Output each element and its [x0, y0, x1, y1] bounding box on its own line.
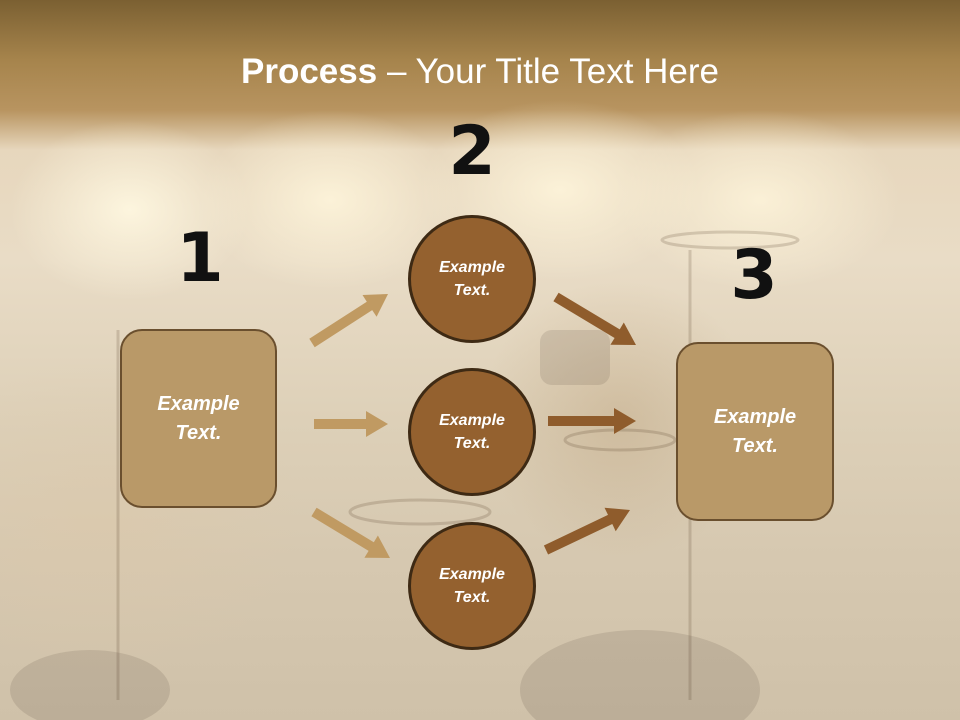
- title-bar: Process – Your Title Text Here: [0, 0, 960, 150]
- title-rest: – Your Title Text Here: [377, 52, 719, 91]
- process-circle-middle: Example Text.: [408, 368, 536, 496]
- slide-title: Process – Your Title Text Here: [0, 52, 960, 92]
- process-circle-bottom: Example Text.: [408, 522, 536, 650]
- process-circle-top: Example Text.: [408, 215, 536, 343]
- arrow-middle-to-right-icon: [548, 408, 636, 434]
- right-process-box: Example Text.: [676, 342, 834, 521]
- left-process-box: Example Text.: [120, 329, 277, 508]
- left-box-label: Example Text.: [157, 392, 240, 444]
- arrow-left-to-middle-icon: [314, 411, 388, 437]
- step-number-1: 1: [176, 219, 224, 298]
- circle-middle-label: Example Text.: [439, 412, 505, 452]
- right-box-label: Example Text.: [713, 405, 797, 457]
- arrow-left-to-top-icon: [309, 294, 388, 348]
- title-bold: Process: [241, 52, 378, 91]
- step-number-3: 3: [730, 236, 778, 315]
- arrow-left-to-bottom-icon: [311, 507, 390, 558]
- arrow-top-to-right-icon: [553, 292, 636, 345]
- step-number-2: 2: [448, 112, 496, 191]
- arrow-bottom-to-right-icon: [543, 507, 630, 555]
- circle-bottom-label: Example Text.: [439, 566, 505, 606]
- circle-top-label: Example Text.: [439, 259, 505, 299]
